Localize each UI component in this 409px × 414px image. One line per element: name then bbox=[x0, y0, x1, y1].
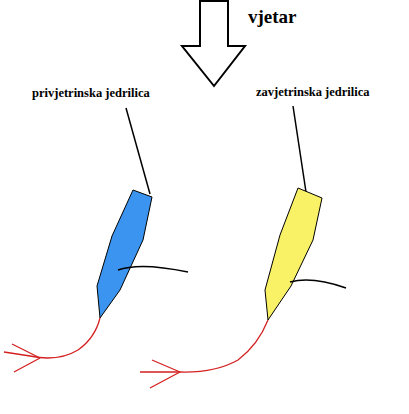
text-label: zavjetrinska jedrilica bbox=[256, 85, 370, 100]
wake-line bbox=[140, 320, 268, 388]
boom bbox=[290, 280, 346, 288]
wind-arrow bbox=[182, 1, 245, 86]
wake-line bbox=[4, 318, 100, 372]
leeward-boat bbox=[265, 188, 322, 320]
windward-boat bbox=[97, 190, 152, 318]
text-label: vjetar bbox=[248, 6, 297, 28]
leader-line bbox=[126, 108, 150, 194]
text-label: privjetrinska jedrilica bbox=[32, 86, 150, 101]
boom bbox=[118, 266, 188, 272]
leader-line bbox=[293, 106, 306, 192]
